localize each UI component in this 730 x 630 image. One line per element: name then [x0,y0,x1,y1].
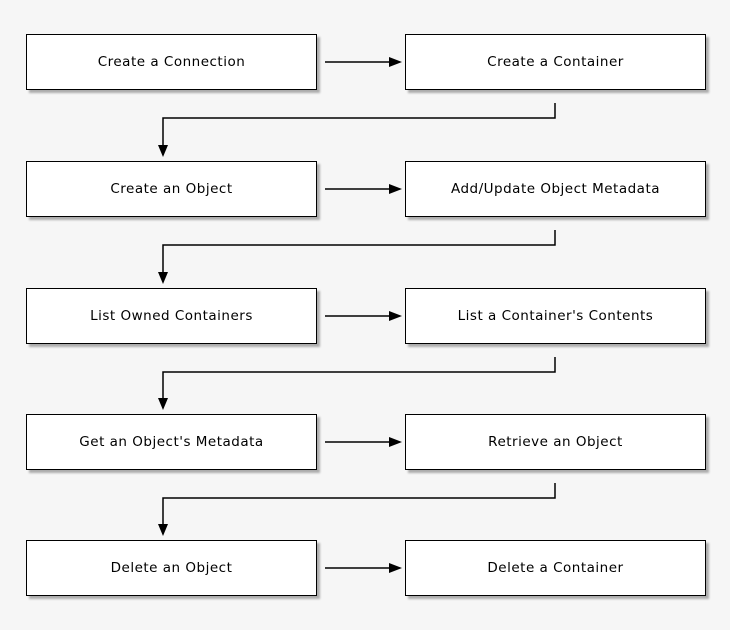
feedback-connector [162,357,556,398]
flow-box-delete-object: Delete an Object [26,540,317,596]
arrowhead-down-icon [158,272,168,284]
flow-box-create-object: Create an Object [26,161,317,217]
feedback-connector [162,103,556,145]
feedback-connector [162,483,556,524]
arrowhead-right-icon [389,184,402,194]
flow-box-add-update-object-metadata: Add/Update Object Metadata [405,161,706,217]
flow-box-label: Create an Object [110,181,233,197]
flow-box-label: List Owned Containers [90,308,253,324]
flow-box-list-owned-containers: List Owned Containers [26,288,317,344]
flow-box-retrieve-object: Retrieve an Object [405,414,706,470]
flow-box-label: Delete an Object [110,560,233,576]
arrowhead-down-icon [158,524,168,536]
flow-box-label: Get an Object's Metadata [79,434,264,450]
arrowhead-right-icon [389,311,402,321]
arrowhead-right-icon [389,563,402,573]
arrowhead-right-icon [389,57,402,67]
arrowhead-down-icon [158,398,168,410]
flow-box-label: Retrieve an Object [488,434,623,450]
flow-box-create-container: Create a Container [405,34,706,90]
flow-box-create-connection: Create a Connection [26,34,317,90]
arrowhead-down-icon [158,145,168,157]
flow-box-delete-container: Delete a Container [405,540,706,596]
flow-box-label: List a Container's Contents [457,308,654,324]
arrowhead-right-icon [389,437,402,447]
flow-box-label: Delete a Container [487,560,624,576]
flow-box-label: Create a Connection [97,54,246,70]
feedback-connector [162,230,556,272]
flow-box-get-objects-metadata: Get an Object's Metadata [26,414,317,470]
flow-box-list-containers-contents: List a Container's Contents [405,288,706,344]
flow-box-label: Create a Container [487,54,624,70]
flow-box-label: Add/Update Object Metadata [450,181,661,197]
